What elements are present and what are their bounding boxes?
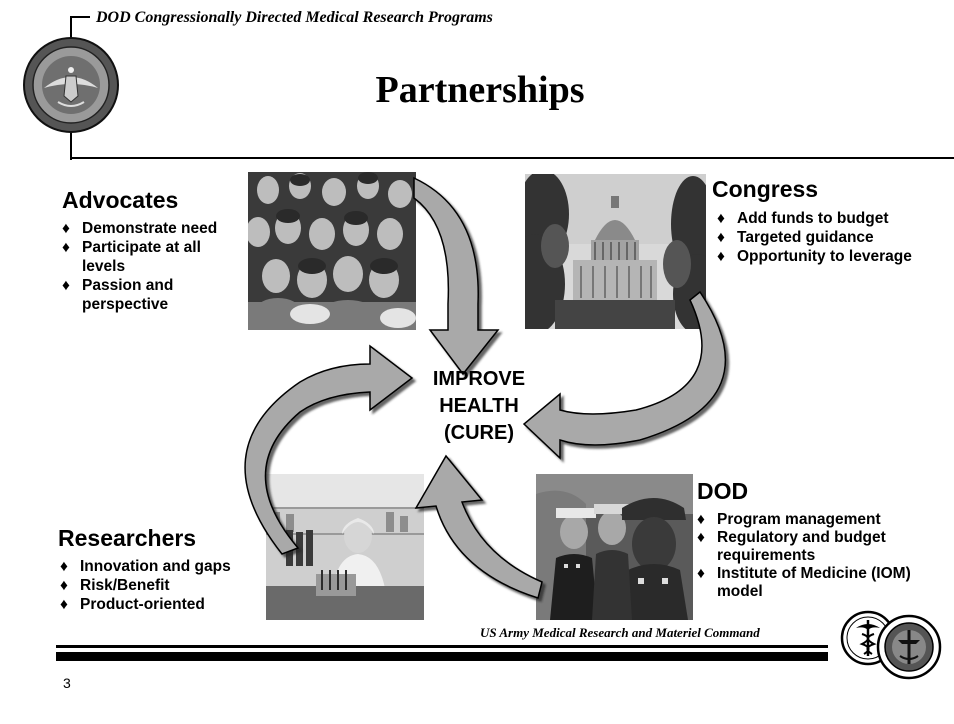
list-item: ♦Demonstrate need <box>62 220 218 237</box>
list-item: ♦Institute of Medicine (IOM) model <box>697 565 911 600</box>
page-title: Partnerships <box>375 69 585 111</box>
header-rule-vertical-top <box>70 16 72 38</box>
footer-rule-thin <box>56 645 828 648</box>
list-item: ♦Risk/Benefit <box>60 577 170 594</box>
diamond-bullet-icon: ♦ <box>60 596 68 613</box>
diamond-bullet-icon: ♦ <box>697 511 705 528</box>
footer-rule-thick <box>56 652 828 661</box>
improve-health-label: IMPROVE HEALTH (CURE) <box>414 366 544 447</box>
list-item: ♦Product-oriented <box>60 596 205 613</box>
arrow-dod-to-center <box>414 454 543 599</box>
diamond-bullet-icon: ♦ <box>717 248 725 265</box>
diamond-bullet-icon: ♦ <box>60 577 68 594</box>
header-rule-top-left <box>70 16 90 18</box>
diamond-bullet-icon: ♦ <box>62 239 70 256</box>
dod-seal-logo <box>22 36 120 134</box>
list-item: ♦Opportunity to leverage <box>717 248 912 265</box>
header-organization: DOD Congressionally Directed Medical Res… <box>96 9 493 26</box>
center-line-2: HEALTH <box>439 395 519 417</box>
diamond-bullet-icon: ♦ <box>60 558 68 575</box>
list-item: ♦Participate at all levels <box>62 239 201 275</box>
center-line-1: IMPROVE <box>432 368 526 390</box>
list-item: ♦Program management <box>697 511 881 528</box>
header-rule-vertical-bottom <box>70 132 72 160</box>
list-item: ♦Passion and perspective <box>62 277 174 313</box>
researchers-heading: Researchers <box>58 525 197 551</box>
diamond-bullet-icon: ♦ <box>697 565 705 582</box>
capitol-building-photo <box>525 174 706 329</box>
center-line-3: (CURE) <box>444 422 514 444</box>
researchers-bullets: ♦Innovation and gaps ♦Risk/Benefit ♦Prod… <box>60 557 270 614</box>
page-number: 3 <box>63 675 71 691</box>
arrow-advocates-to-center <box>413 176 500 376</box>
advocates-crowd-photo <box>248 172 416 330</box>
military-honor-guard-photo <box>536 474 693 620</box>
list-item: ♦Add funds to budget <box>717 210 889 227</box>
diamond-bullet-icon: ♦ <box>717 229 725 246</box>
list-item: ♦Targeted guidance <box>717 229 874 246</box>
list-item: ♦Regulatory and budget requirements <box>697 529 886 564</box>
header-rule-bottom <box>70 157 954 159</box>
footer-organization: US Army Medical Research and Materiel Co… <box>480 625 760 640</box>
advocates-bullets: ♦Demonstrate need ♦Participate at all le… <box>62 219 242 314</box>
list-item: ♦Innovation and gaps <box>60 558 231 575</box>
dod-bullets: ♦Program management ♦Regulatory and budg… <box>697 511 949 601</box>
diamond-bullet-icon: ♦ <box>62 277 70 294</box>
congress-heading: Congress <box>712 176 819 202</box>
dod-heading: DOD <box>697 478 749 504</box>
laboratory-researcher-photo <box>266 474 424 620</box>
advocates-heading: Advocates <box>62 187 179 213</box>
diamond-bullet-icon: ♦ <box>62 220 70 237</box>
diamond-bullet-icon: ♦ <box>717 210 725 227</box>
army-medical-research-seal-logo <box>876 614 942 680</box>
congress-bullets: ♦Add funds to budget ♦Targeted guidance … <box>717 209 952 266</box>
diamond-bullet-icon: ♦ <box>697 529 705 546</box>
